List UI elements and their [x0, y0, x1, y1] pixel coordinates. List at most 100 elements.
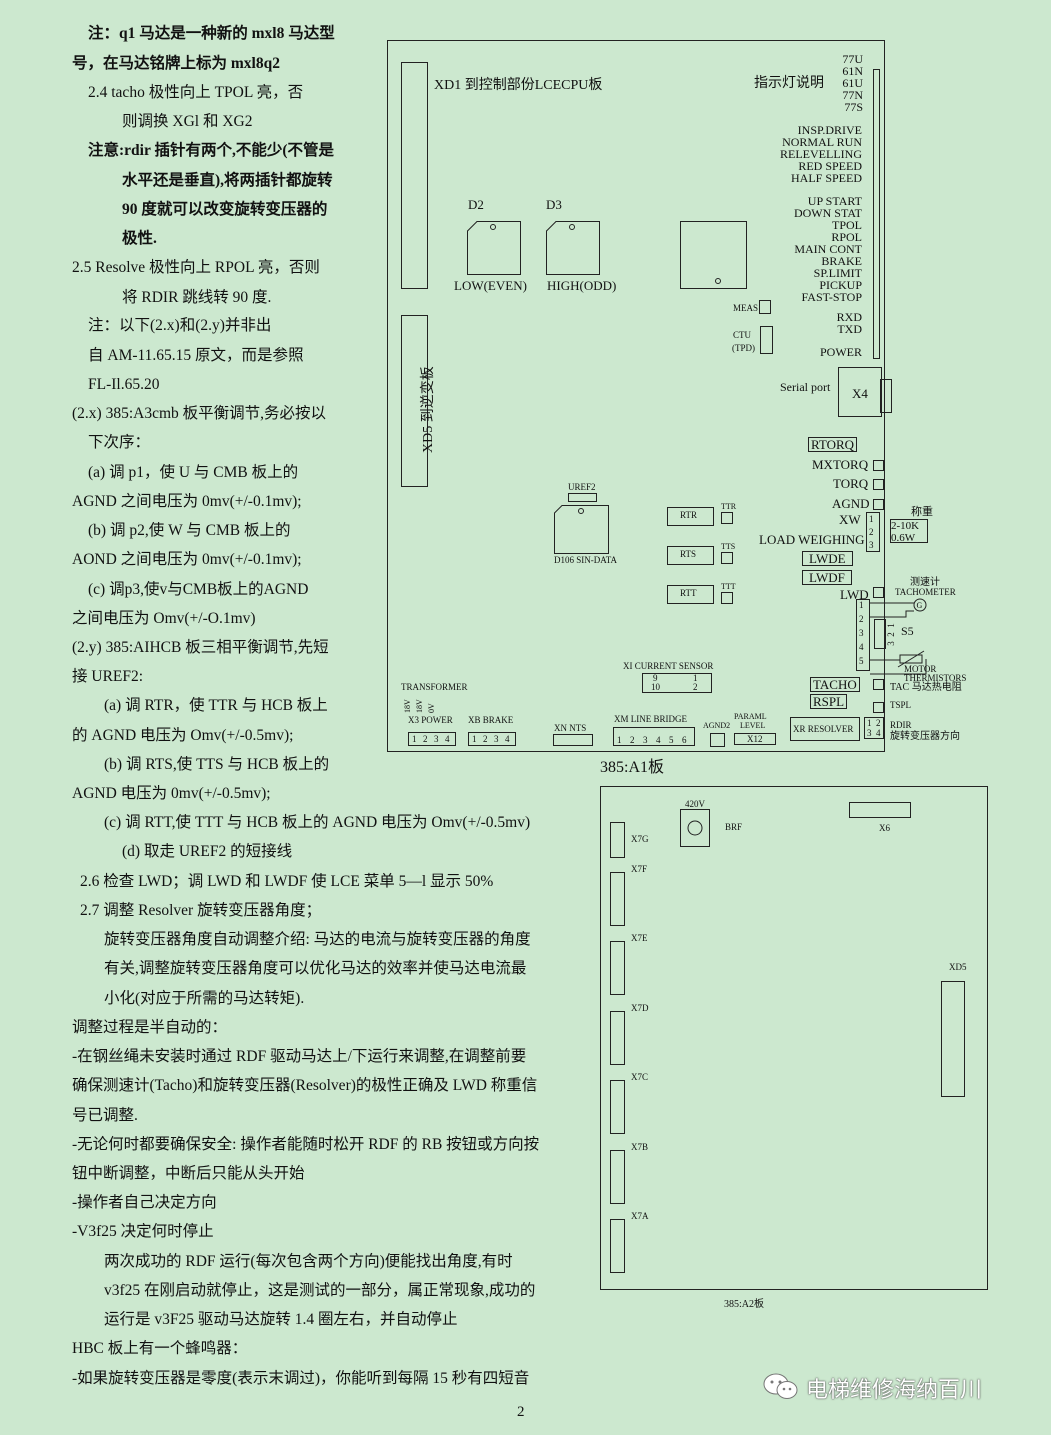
- led-label-down-stat: DOWN STAT: [793, 206, 862, 220]
- note-rdir-line1: 注意:rdir 插针有两个,不能少(不管是: [88, 142, 334, 159]
- brf-label: BRF: [725, 822, 743, 832]
- tac-thermistor-label: TAC 马达热电阻: [890, 682, 962, 693]
- rdir-pin-1: 1: [867, 718, 872, 728]
- rdir-pin-3: 3: [867, 728, 872, 738]
- page-number: 2: [517, 1404, 525, 1420]
- rtr-label: RTR: [680, 510, 697, 520]
- tachometer-label: TACHOMETER: [895, 587, 956, 597]
- x4-label: X4: [852, 386, 868, 401]
- torq-label: TORQ: [833, 476, 869, 491]
- tspl-testpoint: [873, 702, 884, 713]
- load-weighing-resistor: [890, 519, 928, 543]
- tacho-connector-pin-2: 2: [859, 614, 864, 624]
- uref2-label: UREF2: [568, 482, 596, 492]
- ctu-tpd-label: (TPD): [732, 343, 755, 353]
- xw-pin-2: 2: [869, 527, 874, 537]
- process-item2-line2: 钮中断调整，中断后只能从头开始: [72, 1165, 305, 1182]
- step-2y-line1: (2.y) 385:AIHCB 板三相平衡调节,先短: [72, 639, 329, 656]
- step-2-4-line1: 2.4 tacho 极性向上 TPOL 亮，否: [88, 84, 304, 101]
- d2-label: D2: [468, 197, 484, 212]
- led-strip: [873, 69, 880, 359]
- process-item2-line1: -无论何时都要确保安全: 操作者能随时松开 RDF 的 RB 按钮或方向按: [72, 1136, 540, 1153]
- connector-x7d: [610, 1011, 625, 1065]
- xw-connector: [866, 512, 880, 552]
- rts-potentiometer: [667, 546, 714, 565]
- ctu-jumper: [760, 326, 773, 354]
- x3-power-connector: [408, 732, 456, 746]
- meas-jumper: [759, 300, 771, 314]
- meas-label: MEAS: [733, 303, 759, 313]
- rdir-jumper-block: [864, 717, 884, 739]
- led-label-up-start: UP START: [807, 194, 862, 208]
- d106-label: D106 SIN-DATA: [554, 555, 618, 565]
- board-385-a1-title: 385:A1板: [600, 759, 665, 776]
- note-source-line2: 自 AM-11.65.15 原文，而是参照: [88, 347, 304, 364]
- process-item4: -V3f25 决定何时停止: [72, 1223, 214, 1240]
- xm-pin-5: 5: [669, 735, 674, 745]
- ttr-testpoint: [721, 512, 733, 524]
- main-chip: [680, 221, 747, 289]
- step-2y-line2: 接 UREF2:: [72, 668, 144, 685]
- ttt-label: TTT: [721, 582, 736, 591]
- transformer-voltage-0: 18V: [403, 699, 412, 713]
- step-2y-c: (c) 调 RTT,使 TTT 与 HCB 板上的 AGND 电压为 Omv(+…: [104, 814, 531, 831]
- x3-pin-1: 1: [412, 734, 417, 744]
- ctu-label: CTU: [733, 330, 751, 340]
- xd5-a2-connector: [941, 981, 965, 1097]
- agnd2-label: AGND2: [703, 721, 731, 730]
- led-label-pickup: PICKUP: [819, 278, 862, 292]
- resolver-intro-line3: 小化(对应于所需的马达转矩).: [104, 990, 305, 1007]
- connector-x7e: [610, 941, 625, 995]
- connector-x7c: [610, 1080, 625, 1134]
- xb-brake-connector: [468, 732, 516, 746]
- connector-x7a: [610, 1219, 625, 1273]
- xm-pin-2: 2: [630, 735, 635, 745]
- torq-testpoint: [873, 479, 884, 490]
- rts-label: RTS: [680, 549, 696, 559]
- step-2y-a-line1: (a) 调 RTR，使 TTR 与 HCB 板上: [104, 697, 328, 714]
- xm-pin-4: 4: [656, 735, 661, 745]
- tacho-connector-pin-1: 1: [859, 600, 864, 610]
- svg-text:G: G: [917, 601, 923, 610]
- step-2x-line1: (2.x) 385:A3cmb 板平衡调节,务必按以: [72, 405, 327, 422]
- xb-pin-1: 1: [472, 734, 477, 744]
- d2-d3-chip-outline: [467, 221, 600, 275]
- serial-port-label: Serial port: [780, 380, 831, 394]
- step-2y-a-line2: 的 AGND 电压为 Omv(+/-0.5mv);: [72, 727, 294, 744]
- buzzer-title: HBC 板上有一个蜂鸣器：: [72, 1340, 248, 1357]
- xb-brake-label: XB BRAKE: [468, 715, 514, 725]
- tacho-connector: [856, 599, 870, 671]
- mxtorq-label: MXTORQ: [812, 457, 869, 472]
- led-label-tpol: TPOL: [832, 218, 862, 232]
- rdir-pin-4: 4: [876, 728, 881, 738]
- led-label-half-speed: HALF SPEED: [790, 171, 862, 185]
- watermark-text: 电梯维修海纳百川: [806, 1377, 983, 1402]
- d106-chip: [554, 505, 609, 554]
- led-label-normal-run: NORMAL RUN: [782, 135, 862, 149]
- note-source-line1: 注：以下(2.x)和(2.y)并非出: [88, 317, 272, 334]
- xd1-connector: [401, 62, 428, 289]
- led-label-sp-limit: SP.LIMIT: [813, 266, 862, 280]
- uref2-jumper: [568, 493, 597, 502]
- connector-x7b: [610, 1150, 625, 1204]
- connector-x7e-label: X7E: [631, 933, 648, 943]
- process-item1-line3: 号已调整.: [72, 1107, 138, 1124]
- rtt-label: RTT: [680, 588, 697, 598]
- xm-pin-1: 1: [617, 735, 622, 745]
- motor-label: MOTOR: [904, 664, 937, 674]
- lwde-label: LWDE: [802, 551, 853, 566]
- tspl-label: TSPL: [890, 700, 912, 710]
- xi-current-sensor-label: XI CURRENT SENSOR: [623, 661, 714, 671]
- x3-pin-4: 4: [445, 734, 450, 744]
- xw-pin-3: 3: [869, 540, 874, 550]
- xm-pin-3: 3: [643, 735, 648, 745]
- led-label-rxd: RXD: [836, 310, 862, 324]
- rtorq-label: RTORQ: [808, 437, 858, 452]
- v420-label: 420V: [685, 799, 705, 809]
- xw-label: XW: [839, 512, 861, 527]
- brf-relay: [680, 809, 710, 847]
- step-2-7: 2.7 调整 Resolver 旋转变压器角度；: [80, 902, 322, 919]
- led-label-red-speed: RED SPEED: [798, 159, 862, 173]
- s5-label: S5: [901, 624, 914, 638]
- led-label-insp-drive: INSP.DRIVE: [797, 123, 862, 137]
